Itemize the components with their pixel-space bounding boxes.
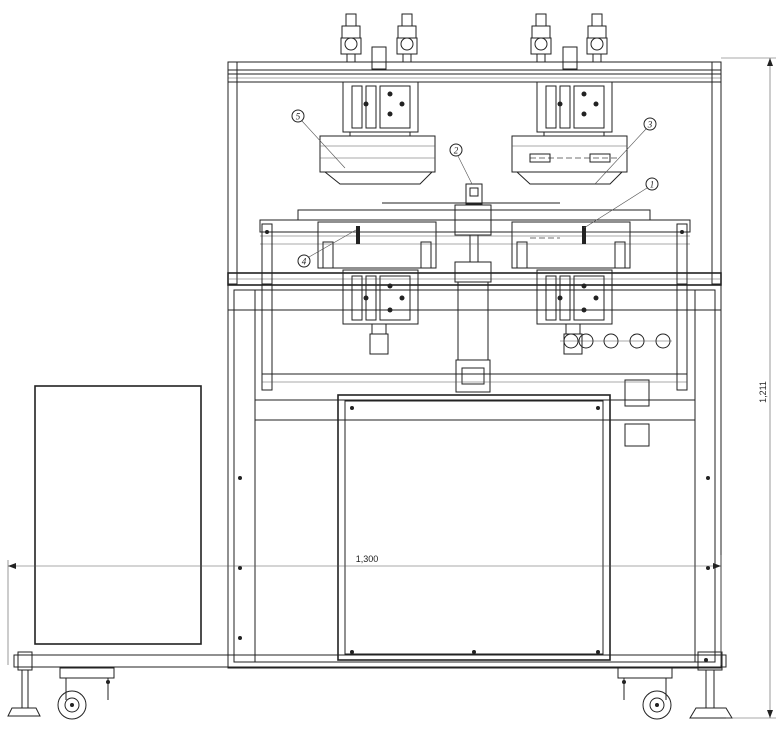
center-actuator [455,282,491,393]
balloon-2 [449,143,473,185]
top-valves [340,13,608,70]
right-caster [617,667,673,720]
height-dimension-label: 1,211 [758,381,768,403]
left-caster [57,667,115,720]
upper-mold-left [319,135,436,185]
balloon-5 [291,109,346,169]
balloon-5-label: 5 [296,112,301,122]
right-foot [689,651,733,719]
upper-cylinder-left [342,81,419,137]
balloon-1-label: 1 [650,180,655,190]
upper-mold-right [511,135,628,185]
control-switches [560,333,672,349]
height-dimension [721,57,776,719]
left-foot [7,651,41,717]
upper-cylinder-right [536,81,613,137]
width-dimension-label: 1,300 [356,554,379,564]
lower-cylinder-right [536,269,613,355]
balloon-3 [594,117,657,185]
center-sensor [382,183,560,283]
balloon-3-label: 3 [647,120,653,130]
width-dimension [7,555,722,665]
side-control-box [34,385,202,645]
balloon-2-label: 2 [454,146,459,156]
balloon-1 [583,177,659,229]
lower-mold-right [511,221,631,269]
side-brackets [261,284,688,391]
lower-mold-left [317,221,437,269]
balloon-4-label: 4 [302,257,307,267]
main-frame [13,61,727,669]
lower-cylinder-left [342,269,419,355]
balloon-4 [297,229,357,268]
